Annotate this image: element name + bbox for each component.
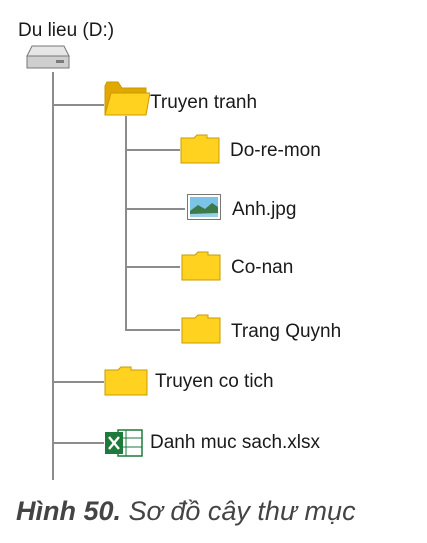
sub-trunk-line bbox=[125, 116, 127, 330]
file-label-danh-muc-sach: Danh muc sach.xlsx bbox=[150, 432, 321, 453]
folder-icon bbox=[104, 81, 150, 116]
branch-line bbox=[125, 266, 180, 268]
folder-icon bbox=[104, 366, 148, 396]
image-file-icon bbox=[187, 194, 221, 220]
folder-label-trang-quynh: Trang Quynh bbox=[231, 321, 342, 342]
folder-icon bbox=[181, 314, 221, 344]
folder-icon bbox=[181, 251, 221, 281]
figure-title: Sơ đồ cây thư mục bbox=[128, 496, 356, 526]
folder-label-truyen-co-tich: Truyen co tich bbox=[155, 371, 274, 392]
file-label-anh: Anh.jpg bbox=[232, 199, 297, 220]
tree-trunk-line bbox=[52, 72, 54, 480]
folder-label-do-re-mon: Do-re-mon bbox=[230, 140, 321, 161]
drive-icon bbox=[26, 45, 70, 69]
branch-line bbox=[125, 149, 180, 151]
folder-icon bbox=[180, 134, 220, 164]
figure-caption: Hình 50. Sơ đồ cây thư mục bbox=[16, 496, 356, 527]
branch-line bbox=[125, 329, 180, 331]
folder-label-co-nan: Co-nan bbox=[231, 257, 294, 278]
branch-line bbox=[125, 208, 185, 210]
folder-label-truyen-tranh: Truyen tranh bbox=[150, 92, 258, 113]
branch-line bbox=[52, 104, 104, 106]
branch-line bbox=[52, 442, 104, 444]
branch-line bbox=[52, 381, 104, 383]
excel-file-icon bbox=[105, 429, 143, 457]
root-label: Du lieu (D:) bbox=[18, 20, 115, 41]
figure-number: Hình 50. bbox=[16, 496, 122, 526]
